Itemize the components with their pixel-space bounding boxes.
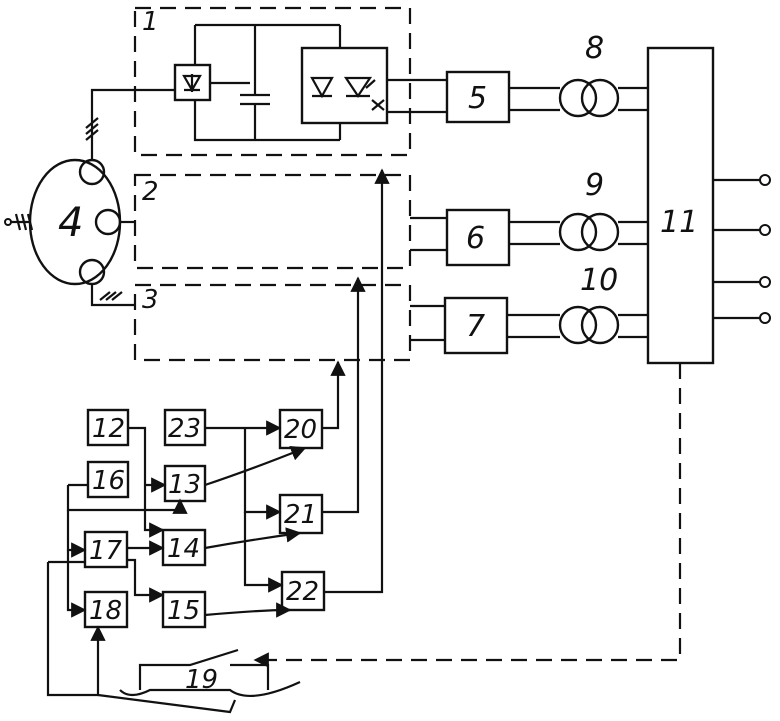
label-1: 1	[142, 7, 159, 37]
label-16: 16	[92, 466, 125, 496]
label-15: 15	[167, 596, 200, 626]
label-8: 8	[585, 31, 604, 66]
label-19: 19	[185, 665, 218, 695]
label-11: 11	[660, 205, 698, 240]
label-12: 12	[92, 414, 125, 444]
block-7	[443, 296, 509, 355]
label-10: 10	[580, 263, 618, 298]
label-13: 13	[168, 470, 201, 500]
block-6	[445, 208, 511, 267]
label-20: 20	[284, 415, 317, 445]
label-5: 5	[468, 81, 487, 116]
label-4: 4	[58, 200, 83, 246]
thyristor-inverter-icon	[300, 25, 389, 140]
label-23: 23	[168, 414, 201, 444]
block-5	[445, 70, 511, 124]
label-17: 17	[89, 536, 123, 566]
label-9: 9	[585, 168, 604, 203]
label-14: 14	[167, 534, 200, 564]
label-18: 18	[89, 596, 122, 626]
converter-box-1	[133, 6, 412, 157]
terminal-icon	[713, 174, 771, 324]
block-16	[86, 460, 130, 499]
converter-box-2	[133, 173, 412, 270]
label-21: 21	[284, 500, 317, 530]
rectifier-diode-icon	[173, 63, 212, 102]
converter-box-3	[133, 283, 412, 362]
capacitor-icon	[240, 25, 270, 140]
label-3: 3	[142, 285, 159, 315]
transformer-icon	[558, 78, 620, 345]
label-6: 6	[466, 221, 485, 256]
label-7: 7	[466, 309, 485, 344]
label-22: 22	[286, 577, 319, 607]
label-2: 2	[142, 177, 159, 207]
switch-icon	[119, 648, 301, 697]
block-15	[161, 590, 207, 629]
